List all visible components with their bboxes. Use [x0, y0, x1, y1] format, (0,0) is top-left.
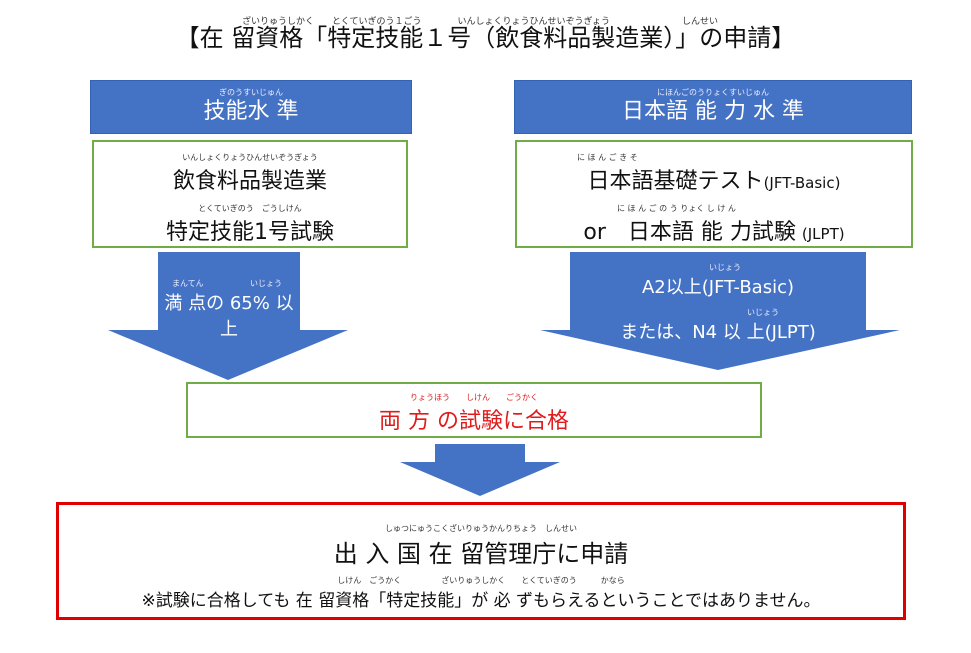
- apply-ruby: しゅつにゅうこくざいりゅうかんりちょう しんせい: [385, 524, 577, 533]
- right-arrow-ruby1: いじょう: [709, 263, 741, 272]
- right-header-label: 日本語 能 力 水 準: [622, 99, 804, 124]
- note-text: ※試験に合格しても 在 留資格「特定技能」が 必 ずもらえるということではありま…: [141, 591, 821, 611]
- right-arrow-line1: A2以上(JFT-Basic): [641, 277, 794, 298]
- pass-both-box: りょうほう しけん ごうかく 両 方 の試験に合格: [186, 382, 762, 438]
- right-line2-ruby: に ほ ん ご の う りょく し け ん: [617, 204, 736, 213]
- right-arrow-line2: または、N4 以 上(JLPT): [620, 322, 816, 343]
- pass-both-text: 両 方 の試験に合格: [379, 409, 569, 434]
- right-line2-prefix: or: [583, 220, 606, 245]
- pass-both-ruby: りょうほう しけん ごうかく: [410, 393, 538, 402]
- left-down-arrow: [108, 252, 348, 380]
- left-line1: 飲食料品製造業: [172, 169, 327, 194]
- title-ruby: ざいりゅうしかく とくていぎのう１ごう いんしょくりょうひんせいぞうぎょう しん…: [241, 17, 718, 27]
- right-arrow-label: いじょう A2以上(JFT-Basic) いじょう または、N4 以 上(JLP…: [570, 262, 866, 344]
- apply-immigration-box: しゅつにゅうこくざいりゅうかんりちょう しんせい 出 入 国 在 留管理庁に申請…: [56, 502, 906, 620]
- right-arrow-ruby2: いじょう: [747, 308, 779, 317]
- left-line2: 特定技能1号試験: [166, 220, 334, 245]
- right-line1-suffix: (JFT-Basic): [763, 174, 841, 192]
- left-line2-ruby: とくていぎのう ごうしけん: [198, 204, 302, 213]
- left-info-box: いんしょくりょうひんせいぞうぎょう 飲食料品製造業 とくていぎのう ごうしけん …: [92, 140, 408, 248]
- page-title: 【在 留資格「特定技能１号（飲食料品製造業）」の申請】: [175, 24, 796, 52]
- left-line1-ruby: いんしょくりょうひんせいぞうぎょう: [182, 153, 318, 162]
- right-info-box: に ほ ん ご き そ 日本語基礎テスト(JFT-Basic) に ほ ん ご …: [515, 140, 913, 248]
- middle-down-arrow: [400, 444, 560, 496]
- left-arrow-text: 満 点の 65% 以 上: [164, 293, 294, 340]
- left-arrow-ruby-b: いじょう: [250, 279, 282, 288]
- left-header-label: 技能水 準: [203, 99, 299, 124]
- right-down-arrow: [540, 252, 900, 370]
- left-header-ruby: ぎのうすいじゅん: [219, 88, 283, 97]
- right-line2: 日本語 能 力試験: [627, 220, 796, 245]
- note-ruby: しけん ごうかく ざいりゅうしかく とくていぎのう かなら: [337, 576, 625, 585]
- left-header-bar: ぎのうすいじゅん 技能水 準: [90, 80, 412, 134]
- right-line1: 日本語基礎テスト: [587, 169, 764, 194]
- left-arrow-ruby-a: まんてん: [172, 279, 204, 288]
- right-header-bar: にほんごのうりょくすいじゅん 日本語 能 力 水 準: [514, 80, 912, 134]
- apply-text: 出 入 国 在 留管理庁に申請: [333, 540, 629, 568]
- right-header-ruby: にほんごのうりょくすいじゅん: [657, 88, 769, 97]
- right-line2-suffix: (JLPT): [801, 225, 845, 243]
- left-arrow-label: まんてん いじょう 満 点の 65% 以 上: [158, 278, 300, 341]
- right-line1-ruby: に ほ ん ご き そ: [577, 153, 638, 162]
